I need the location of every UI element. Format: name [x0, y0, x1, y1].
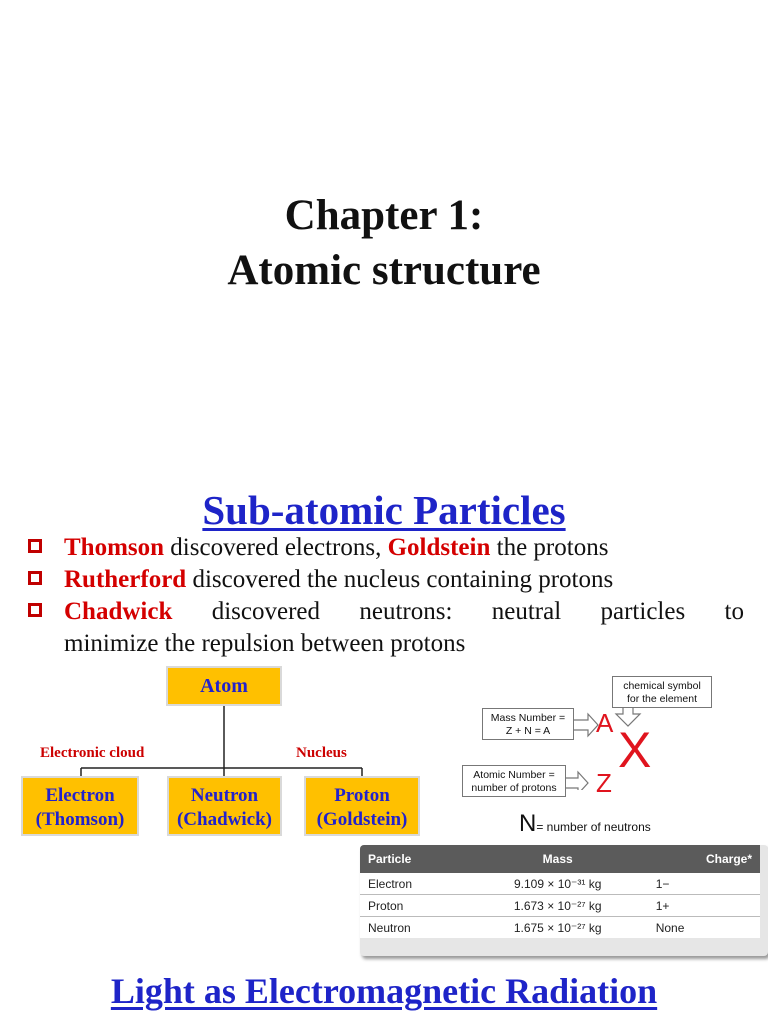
- bullet-text: minimize the repulsion between protons: [64, 630, 466, 657]
- proton-discoverer: (Goldstein): [316, 809, 408, 830]
- bullet-text: the protons: [490, 534, 609, 561]
- table-cell: 1.675 × 10⁻²⁷ kg: [479, 916, 636, 938]
- electron-box: Electron (Thomson): [21, 776, 139, 836]
- bullet-text: discovered electrons,: [164, 534, 388, 561]
- table-header-row: Particle Mass Charge*: [360, 845, 760, 873]
- n-text: = number of neutrons: [536, 820, 651, 834]
- table-row: Electron 9.109 × 10⁻³¹ kg 1−: [360, 873, 760, 895]
- chapter-title: Chapter 1: Atomic structure: [0, 188, 768, 298]
- scientist-name: Thomson: [64, 534, 165, 561]
- chapter-title-line1: Chapter 1:: [284, 192, 484, 239]
- symbol-callout-line2: for the element: [626, 693, 698, 705]
- atom-box: Atom: [166, 666, 282, 706]
- symbol-callout: chemical symbol for the element: [612, 676, 712, 708]
- mass-number-callout: Mass Number = Z + N = A: [482, 708, 574, 740]
- table-row: Proton 1.673 × 10⁻²⁷ kg 1+: [360, 894, 760, 917]
- header-mass: Mass: [479, 845, 636, 873]
- nucleus-label: Nucleus: [296, 745, 347, 761]
- electronic-cloud-label: Electronic cloud: [40, 745, 145, 761]
- table-row: Neutron 1.675 × 10⁻²⁷ kg None: [360, 916, 760, 938]
- neutron-discoverer: (Chadwick): [176, 809, 272, 830]
- n-letter: N: [519, 810, 537, 837]
- neutron-box: Neutron (Chadwick): [167, 776, 282, 836]
- atomic-callout-line1: Atomic Number =: [473, 769, 555, 781]
- table-cell: 1.673 × 10⁻²⁷ kg: [479, 894, 636, 917]
- section-heading: Sub-atomic Particles: [202, 487, 566, 533]
- scientist-name: Goldstein: [387, 534, 491, 561]
- mass-callout-line1: Mass Number =: [490, 712, 566, 724]
- electron-discoverer: (Thomson): [35, 809, 125, 830]
- chapter-title-line2: Atomic structure: [227, 247, 541, 294]
- atomic-number-letter: Z: [596, 768, 612, 798]
- element-symbol-letter: X: [618, 722, 652, 778]
- scientist-name: Rutherford: [64, 566, 187, 593]
- bullet-text: discovered neutrons: neutral particles t…: [172, 598, 744, 625]
- header-particle: Particle: [360, 845, 480, 873]
- bullet-item: Thomson discovered electrons, Goldstein …: [26, 532, 744, 564]
- table-cell: Electron: [360, 873, 480, 895]
- mass-callout-line2: Z + N = A: [505, 725, 551, 737]
- scientist-name: Chadwick: [64, 598, 173, 625]
- table-cell: Proton: [360, 894, 480, 917]
- proton-label: Proton: [334, 785, 390, 806]
- bullet-item: Chadwick discovered neutrons: neutral pa…: [26, 596, 744, 660]
- atomic-callout-line2: number of protons: [471, 782, 557, 794]
- tree-connectors: [80, 706, 363, 776]
- table-cell: 1+: [635, 894, 760, 917]
- table-cell: None: [635, 916, 760, 938]
- checkbox-bullet-icon: [28, 603, 42, 617]
- header-charge: Charge*: [635, 845, 760, 873]
- next-section-heading: Light as Electromagnetic Radiation: [110, 971, 658, 1011]
- symbol-callout-line1: chemical symbol: [623, 680, 701, 692]
- neutron-count-note: N= number of neutrons: [519, 810, 651, 838]
- checkbox-bullet-icon: [28, 539, 42, 553]
- bullet-item: Rutherford discovered the nucleus contai…: [26, 564, 744, 596]
- atomic-number-callout: Atomic Number = number of protons: [462, 765, 566, 797]
- bullet-text: discovered the nucleus containing proton…: [186, 566, 614, 593]
- mass-number-letter: A: [596, 708, 614, 738]
- proton-box: Proton (Goldstein): [304, 776, 420, 836]
- table-cell: Neutron: [360, 916, 480, 938]
- table-cell: 9.109 × 10⁻³¹ kg: [479, 873, 636, 895]
- particle-table: Particle Mass Charge* Electron 9.109 × 1…: [360, 845, 768, 956]
- checkbox-bullet-icon: [28, 571, 42, 585]
- electron-label: Electron: [45, 785, 115, 806]
- neutron-label: Neutron: [190, 785, 259, 806]
- bullet-list: Thomson discovered electrons, Goldstein …: [26, 532, 744, 660]
- table-cell: 1−: [635, 873, 760, 895]
